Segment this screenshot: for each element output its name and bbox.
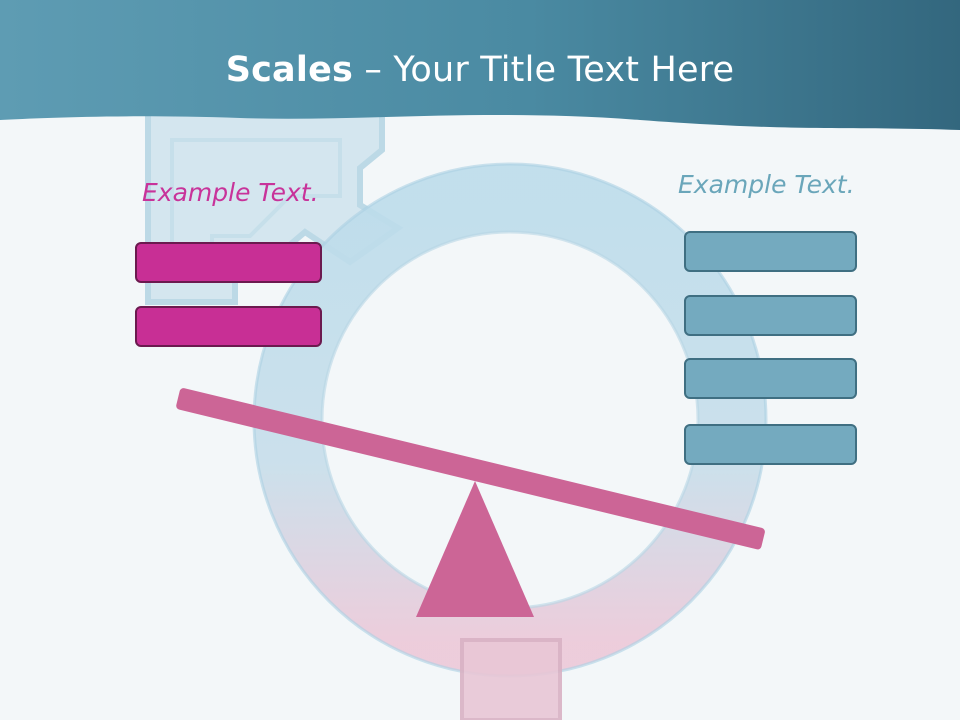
left-text-box-2[interactable] (135, 306, 322, 347)
page-title: Scales – Your Title Text Here (225, 50, 735, 90)
header-band (0, 0, 960, 130)
right-text-box-4[interactable] (684, 424, 857, 465)
right-text-box-2[interactable] (684, 295, 857, 336)
female-symbol-stem (460, 638, 562, 720)
right-text-box-3[interactable] (684, 358, 857, 399)
left-text-box-1[interactable] (135, 242, 322, 283)
right-text-box-1[interactable] (684, 231, 857, 272)
left-label: Example Text. (142, 178, 319, 207)
right-label: Example Text. (678, 170, 855, 199)
